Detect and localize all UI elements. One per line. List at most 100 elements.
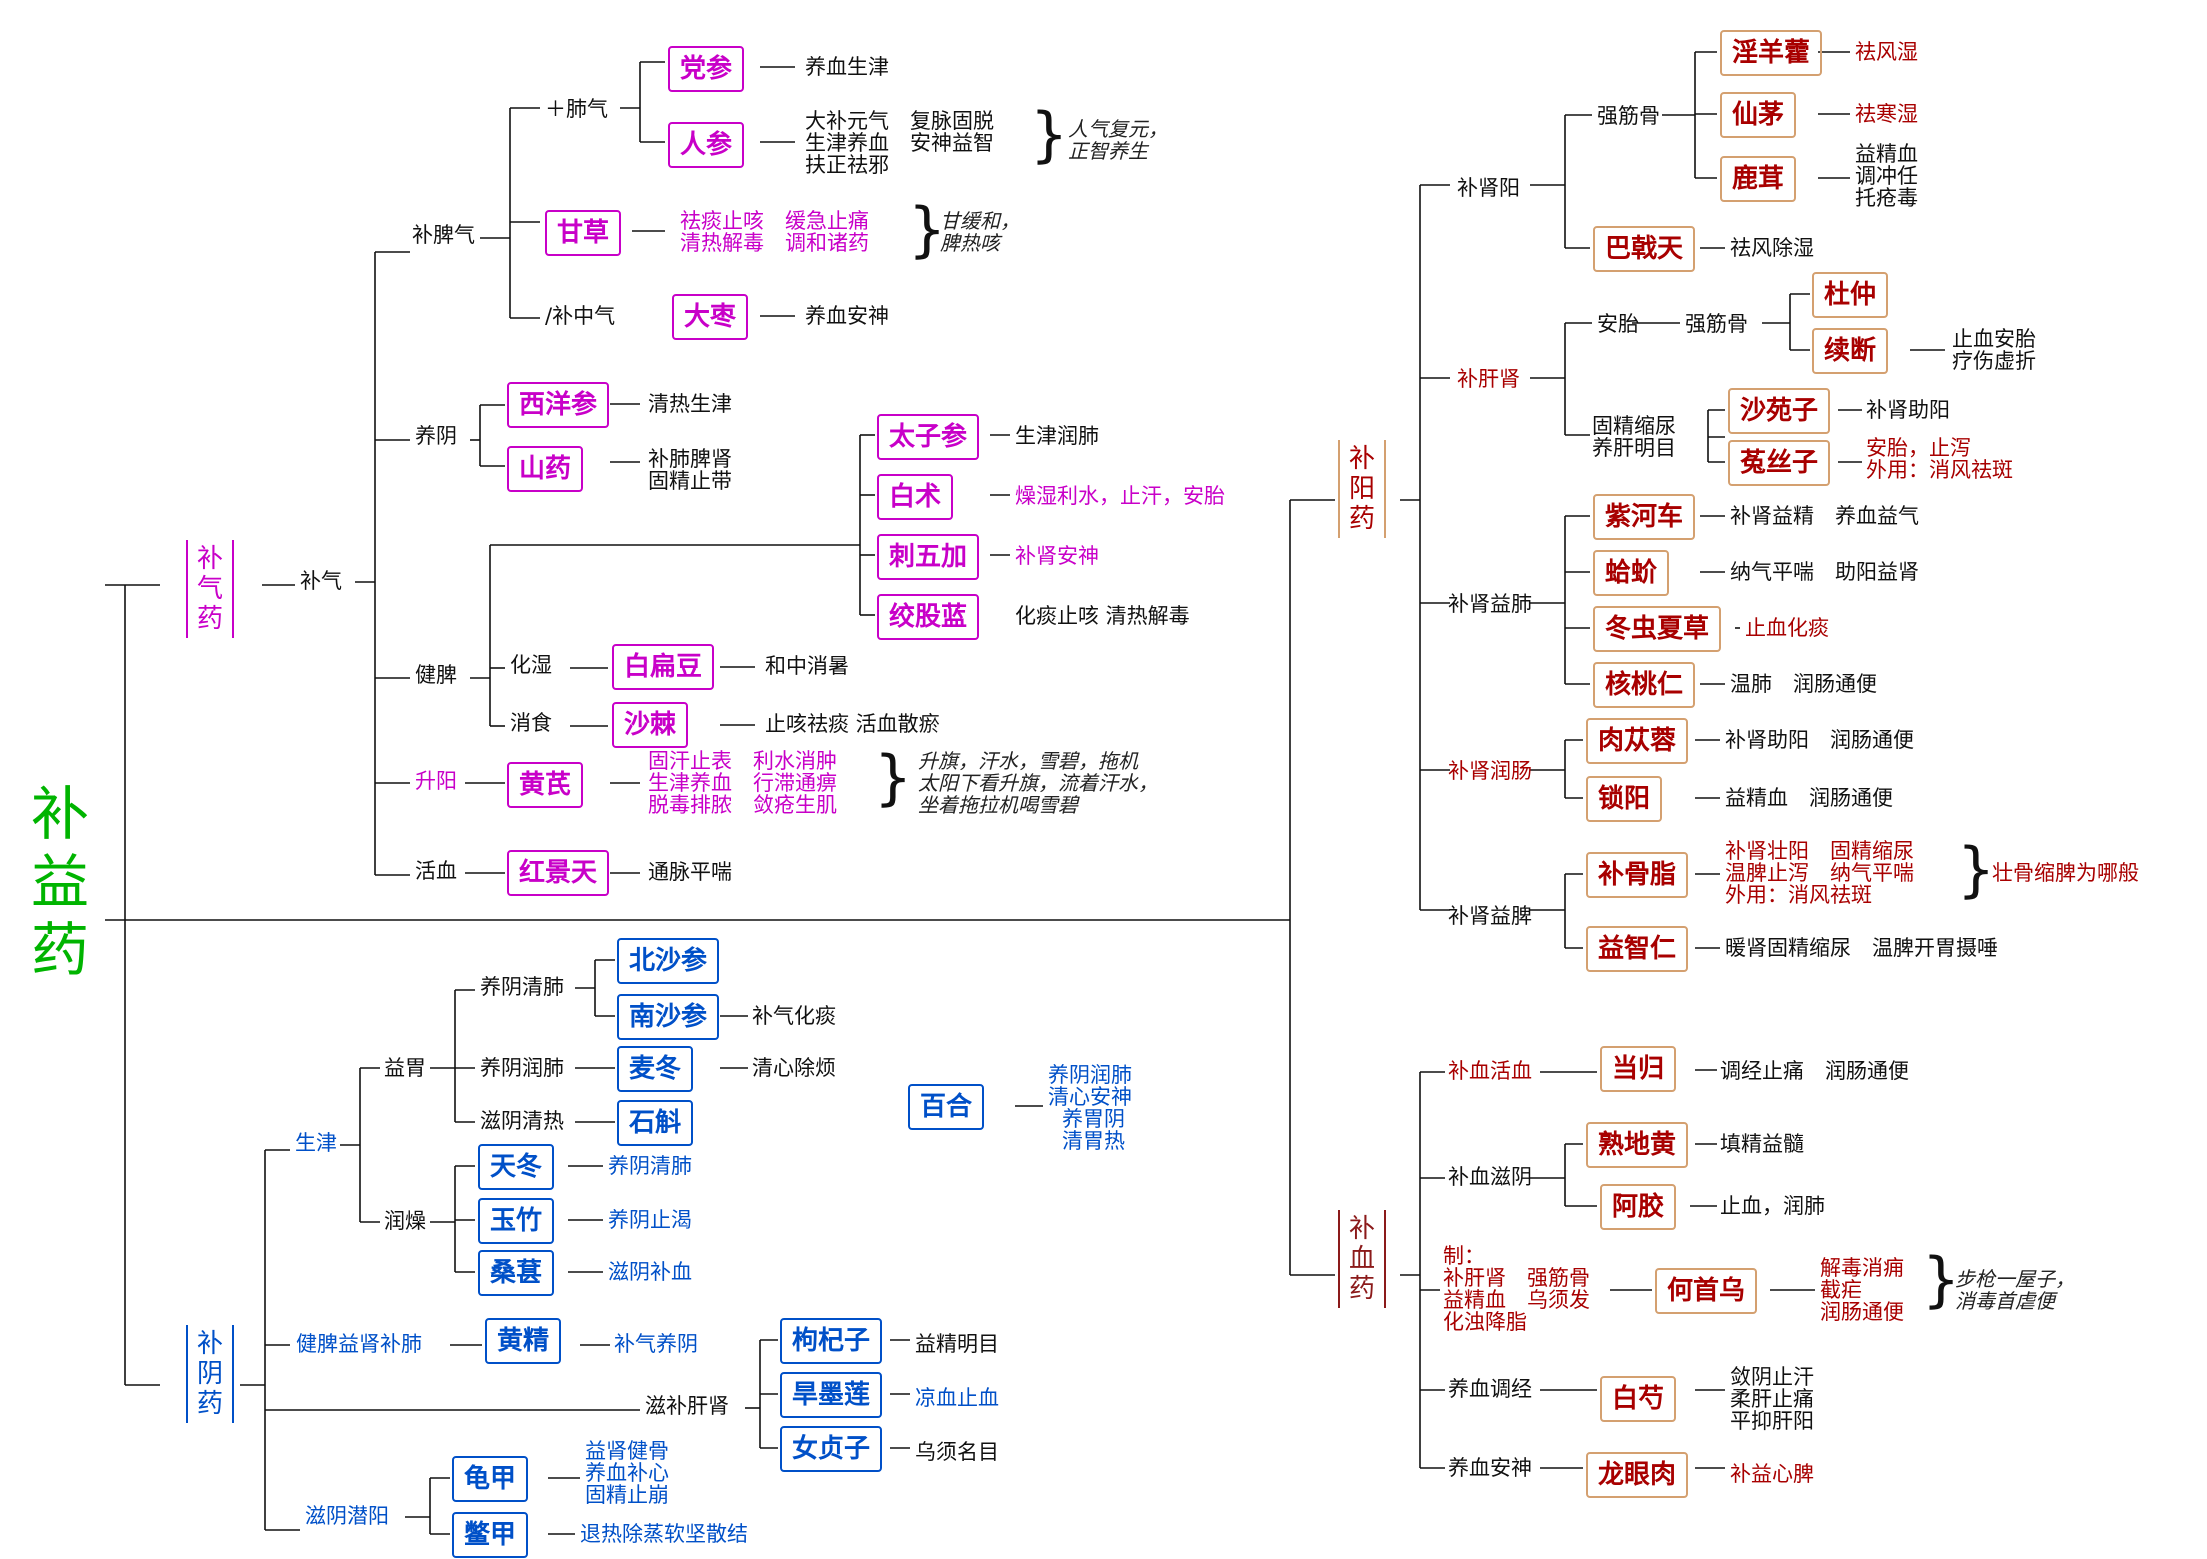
fx-shaji: 止咳祛痰 活血散瘀: [765, 712, 940, 736]
label-bushenyifei: 补肾益肺: [1448, 592, 1532, 616]
herb-jiaogulan[interactable]: 绞股蓝: [877, 594, 980, 640]
brace-gancao: }: [908, 195, 947, 265]
category-buyin: 补阴药: [186, 1325, 234, 1423]
fx-jiaogulan: 化痰止咳 清热解毒: [1015, 604, 1190, 628]
herb-hongjingtian[interactable]: 红景天: [507, 850, 610, 896]
herb-xianmao[interactable]: 仙茅: [1720, 92, 1797, 138]
fx-tusizi-2: 外用：消风祛斑: [1866, 458, 2013, 482]
herb-renshen[interactable]: 人参: [668, 122, 745, 168]
herb-shudihuang[interactable]: 熟地黄: [1586, 1122, 1689, 1168]
fx-renshen-2: 生津养血 安神益智: [805, 131, 994, 155]
herb-baizhu[interactable]: 白术: [877, 474, 954, 520]
herb-taizishen[interactable]: 太子参: [877, 414, 980, 460]
herb-tusizi[interactable]: 菟丝子: [1728, 440, 1831, 486]
herb-baibiandou[interactable]: 白扁豆: [612, 644, 715, 690]
label-bushenyang: 补肾阳: [1457, 176, 1520, 200]
fx-hanliancao: 凉血止血: [915, 1386, 999, 1410]
herb-gouqizi[interactable]: 枸杞子: [780, 1318, 883, 1364]
label-buxueziyin: 补血滋阴: [1448, 1165, 1532, 1189]
label-ziyinqianyang: 滋阴潜阳: [305, 1504, 389, 1528]
label-runzao: 润燥: [384, 1209, 426, 1233]
herb-heshouwu[interactable]: 何首乌: [1655, 1268, 1758, 1314]
herb-shanyao[interactable]: 山药: [507, 446, 584, 492]
fx-shayuanzi: 补肾助阳: [1866, 398, 1950, 422]
fx-lurong-1: 益精血: [1855, 142, 1918, 166]
herb-lurong[interactable]: 鹿茸: [1720, 156, 1797, 202]
herb-dazao[interactable]: 大枣: [672, 294, 749, 340]
herb-shihu[interactable]: 石斛: [617, 1100, 694, 1146]
fx-yuzhu: 养阴止渴: [608, 1208, 692, 1232]
herb-suoyang[interactable]: 锁阳: [1586, 776, 1663, 822]
herb-shaji[interactable]: 沙棘: [612, 702, 689, 748]
brace-heshouwu: }: [1922, 1245, 1961, 1315]
fx-dongchong: 止血化痰: [1745, 616, 1829, 640]
herb-sangshen[interactable]: 桑葚: [478, 1250, 555, 1296]
herb-gancao[interactable]: 甘草: [545, 210, 622, 256]
label-zhi-2: 益精血 乌须发: [1443, 1288, 1590, 1312]
fx-heshouwu-3: 润肠通便: [1820, 1300, 1904, 1324]
herb-nvzhenzi[interactable]: 女贞子: [780, 1426, 883, 1472]
herb-xuduan[interactable]: 续断: [1812, 328, 1889, 374]
fx-suoyang: 益精血 润肠通便: [1725, 786, 1893, 810]
fx-huangqi-2: 生津养血 行滞通痹: [648, 771, 837, 795]
herb-roucongrong[interactable]: 肉苁蓉: [1586, 718, 1689, 764]
note-buguzhi: 壮骨缩脾为哪般: [1992, 861, 2139, 885]
label-zhi-3: 化浊降脂: [1443, 1310, 1527, 1334]
label-yangxuetiaojing: 养血调经: [1448, 1377, 1532, 1401]
herb-nanshashen[interactable]: 南沙参: [617, 994, 720, 1040]
fx-yizhiren: 暖肾固精缩尿 温脾开胃摄唾: [1725, 936, 1998, 960]
herb-yizhiren[interactable]: 益智仁: [1586, 926, 1689, 972]
fx-ciwujia: 补肾安神: [1015, 544, 1099, 568]
label-yangyin: 养阴: [415, 424, 457, 448]
note-heshouwu: 步枪一屋子， 消毒首虐便: [1955, 1267, 2075, 1313]
fx-roucongrong: 补肾助阳 润肠通便: [1725, 728, 1914, 752]
fx-gancao-2: 清热解毒 调和诸药: [680, 231, 869, 255]
herb-bajitian[interactable]: 巴戟天: [1593, 226, 1696, 272]
fx-huangqi-1: 固汗止表 利水消肿: [648, 749, 837, 773]
fx-sangshen: 滋阴补血: [608, 1260, 692, 1284]
fx-buguzhi-1: 补肾壮阳 固精缩尿: [1725, 839, 1914, 863]
herb-huangjing[interactable]: 黄精: [485, 1318, 562, 1364]
label-ziyinqingre: 滋阴清热: [480, 1109, 564, 1133]
herb-hanliancao[interactable]: 旱墨莲: [780, 1372, 883, 1418]
fx-baihe-1: 养阴润肺: [1048, 1063, 1132, 1087]
fx-heshouwu-2: 截疟: [1820, 1278, 1862, 1302]
note-huangqi-2: 太阳下看升旗，流着汗水，: [918, 771, 1158, 795]
label-buzhong: /补中气: [545, 304, 616, 328]
fx-baihe-3: 养胃阴: [1062, 1107, 1125, 1131]
fx-renshen-1: 大补元气 复脉固脱: [805, 109, 994, 133]
herb-hetaoren[interactable]: 核桃仁: [1593, 662, 1696, 708]
fx-bajitian: 祛风除湿: [1730, 236, 1814, 260]
herb-duzhong[interactable]: 杜仲: [1812, 272, 1889, 318]
label-huashi: 化湿: [510, 653, 552, 677]
herb-yinyanghuo[interactable]: 淫羊藿: [1720, 30, 1823, 76]
fx-longyanrou: 补益心脾: [1730, 1462, 1814, 1486]
herb-buguzhi[interactable]: 补骨脂: [1586, 852, 1689, 898]
herb-huangqi[interactable]: 黄芪: [507, 762, 584, 808]
herb-baishao[interactable]: 白芍: [1600, 1376, 1677, 1422]
label-qiangjingu: 强筋骨: [1597, 104, 1660, 128]
fx-ejiao: 止血，润肺: [1720, 1194, 1825, 1218]
herb-yuzhu[interactable]: 玉竹: [478, 1198, 555, 1244]
herb-shayuanzi[interactable]: 沙苑子: [1728, 388, 1831, 434]
herb-biejia[interactable]: 鳖甲: [452, 1512, 529, 1558]
herb-gejie[interactable]: 蛤蚧: [1593, 550, 1670, 596]
herb-ciwujia[interactable]: 刺五加: [877, 534, 980, 580]
herb-guijia[interactable]: 龟甲: [452, 1456, 529, 1502]
brace-huangqi: }: [874, 743, 913, 813]
herb-longyanrou[interactable]: 龙眼肉: [1586, 1452, 1689, 1498]
herb-ziheche[interactable]: 紫河车: [1593, 494, 1696, 540]
herb-baihe[interactable]: 百合: [908, 1084, 985, 1130]
herb-danggui[interactable]: 当归: [1600, 1046, 1677, 1092]
fx-shanyao-2: 固精止带: [648, 469, 732, 493]
herb-tiandong[interactable]: 天冬: [478, 1144, 555, 1190]
label-yanggan: 养肝明目: [1592, 436, 1676, 460]
herb-dongchong[interactable]: 冬虫夏草: [1593, 606, 1722, 652]
herb-beishashen[interactable]: 北沙参: [617, 938, 720, 984]
herb-dangshen[interactable]: 党参: [668, 46, 745, 92]
herb-ejiao[interactable]: 阿胶: [1600, 1184, 1677, 1230]
herb-maidong[interactable]: 麦冬: [617, 1046, 694, 1092]
herb-xiyangshen[interactable]: 西洋参: [507, 382, 610, 428]
